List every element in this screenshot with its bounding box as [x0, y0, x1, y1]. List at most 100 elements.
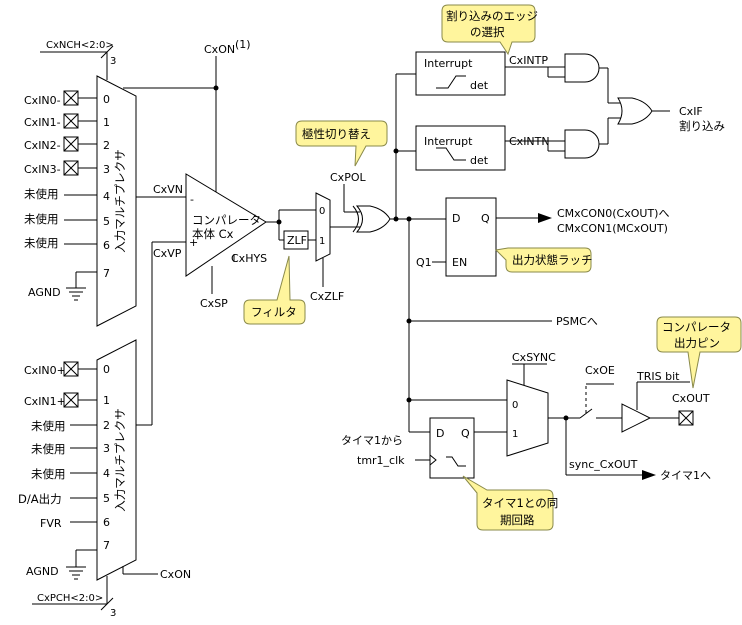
cxpch-bus-width: 3 [110, 608, 116, 619]
filter-mux-1: 1 [319, 236, 325, 247]
filter-mux [315, 192, 331, 262]
tris-label: TRIS bit [636, 370, 680, 383]
callout-polarity: 極性切り替え [295, 120, 388, 167]
main-output-bus: PSMCへ [390, 73, 598, 433]
int-n-out: CxINTN [509, 135, 550, 148]
cxoe-switch [579, 408, 593, 419]
filter-mux-0: 0 [319, 206, 325, 217]
bot-idx-4: 4 [103, 467, 110, 480]
callout-edge-select: 割り込みのエッジ の選択 [441, 4, 538, 56]
int-p-det: det [470, 79, 489, 92]
sync-out: sync_CxOUT [569, 458, 638, 471]
cxnch-bus-label: CxNCH<2:0> [46, 40, 114, 51]
comp-minus: - [190, 193, 194, 206]
top-in-3: CxIN3- [24, 163, 61, 176]
cxnch-bus-width: 3 [110, 56, 116, 67]
filter-block: ZLF 0 1 CxZLF [266, 192, 344, 303]
comp-label-1: コンパレータ [192, 213, 261, 227]
sync-mux-0: 0 [512, 400, 518, 411]
callout-comp-pin: コンパレータ 出力ピン [656, 316, 742, 389]
sync-circuit: D Q タイマ1から tmr1_clk 0 1 CxSYNC sync_CxOU… [341, 351, 711, 482]
latch-q1: Q1 [416, 256, 432, 269]
bottom-input-multiplexer: 入力マルチプレクサ CxIN0+ CxIN1+ 未使用 未使用 未使用 D/A出… [18, 339, 191, 619]
timer-to: タイマ1へ [660, 469, 711, 482]
bot-in-6: FVR [40, 517, 62, 530]
bot-in-3: 未使用 [31, 442, 66, 456]
polarity-xor: CxPOL [330, 171, 391, 233]
interrupt-detect: Interrupt det CxINTP Interrupt det CxINT… [415, 51, 725, 171]
falling-edge-icon [446, 456, 466, 467]
comp-plus: + [189, 236, 198, 249]
latch-d: D [452, 212, 460, 225]
output-latch-label: 出力状態ラッチ [512, 253, 593, 267]
and-gate-p [564, 53, 600, 83]
int-p-box [415, 51, 506, 96]
tmr1-clk: tmr1_clk [357, 454, 405, 467]
output-buffer-icon [621, 403, 652, 433]
pin-box-icon [63, 361, 79, 408]
bot-in-2: 未使用 [31, 419, 66, 433]
top-idx-1: 1 [103, 116, 110, 129]
top-idx-4: 4 [103, 190, 110, 203]
cxoe-label: CxOE [585, 364, 615, 377]
output-latch: D Q EN Q1 CMxCON0(CxOUT)へ CMxCON1(MCxOUT… [416, 197, 669, 277]
comp-pin-l2: 出力ピン [674, 336, 720, 350]
psmc-label: PSMCへ [556, 315, 598, 328]
falling-edge-icon [436, 147, 466, 161]
arrow-icon [642, 470, 656, 480]
cxzlf-label: CxZLF [310, 290, 344, 303]
top-idx-6: 6 [103, 239, 110, 252]
timer-from: タイマ1から [341, 434, 403, 447]
top-idx-0: 0 [103, 93, 110, 106]
rising-edge-icon [436, 75, 466, 89]
xor-gate-icon [355, 205, 391, 233]
bottom-mux-label: 入力マルチプレクサ [113, 408, 127, 512]
bot-in-5: D/A出力 [18, 492, 62, 506]
bot-idx-0: 0 [103, 363, 110, 376]
bottom-mux-body [96, 339, 137, 581]
top-in-2: CxIN2- [24, 139, 61, 152]
latch-q: Q [481, 212, 490, 225]
int-n-box [415, 125, 506, 171]
callout-filter: フィルタ [243, 255, 306, 325]
comp-vp: CxVP [153, 247, 182, 260]
sync-ff-d: D [436, 427, 444, 440]
polarity-label: 極性切り替え [302, 127, 371, 141]
cxout-label: CxOUT [672, 392, 710, 405]
comp-label-2: 本体 Cx [192, 227, 234, 241]
top-idx-7: 7 [103, 267, 110, 280]
comp-cxon: CxON [204, 43, 235, 56]
ground-icon [66, 287, 86, 301]
comp-hys: CxHYS [231, 252, 267, 265]
cxif-jp: 割り込み [679, 119, 725, 133]
or-gate [617, 97, 653, 125]
arrow-icon [538, 213, 552, 223]
latch-box [445, 197, 497, 277]
output-driver: CxOE TRIS bit CxOUT [566, 364, 710, 433]
int-n-title: Interrupt [424, 135, 473, 148]
sync-callout-l1: タイマ1との同 [482, 496, 558, 510]
bot-idx-1: 1 [103, 394, 110, 407]
top-in-1: CxIN1- [24, 116, 61, 129]
comp-vn: CxVN [153, 183, 183, 196]
bot-idx-3: 3 [103, 442, 110, 455]
xor-back-curve [352, 205, 359, 233]
top-mux-label: 入力マルチプレクサ [113, 149, 127, 253]
sync-ff-q: Q [461, 427, 470, 440]
latch-out-1: CMxCON0(CxOUT)へ [557, 207, 669, 220]
callout-sync: タイマ1との同 期回路 [462, 475, 558, 531]
cxsync-label: CxSYNC [512, 351, 556, 364]
top-idx-2: 2 [103, 139, 110, 152]
bot-idx-6: 6 [103, 516, 110, 529]
edge-select-l2: の選択 [470, 25, 505, 39]
pin-box-icon [678, 410, 694, 426]
cxif-label: CxIF [679, 105, 703, 118]
top-in-4: 未使用 [24, 187, 59, 201]
pin-box-icon [63, 90, 79, 176]
bot-in-7: AGND [26, 565, 59, 578]
bot-in-4: 未使用 [31, 467, 66, 481]
top-in-6: 未使用 [24, 236, 59, 250]
and-gate-n [564, 129, 600, 159]
comparator-core: CxON (1) CxVN CxVP - + コンパレータ 本体 Cx CxHY… [123, 38, 267, 426]
